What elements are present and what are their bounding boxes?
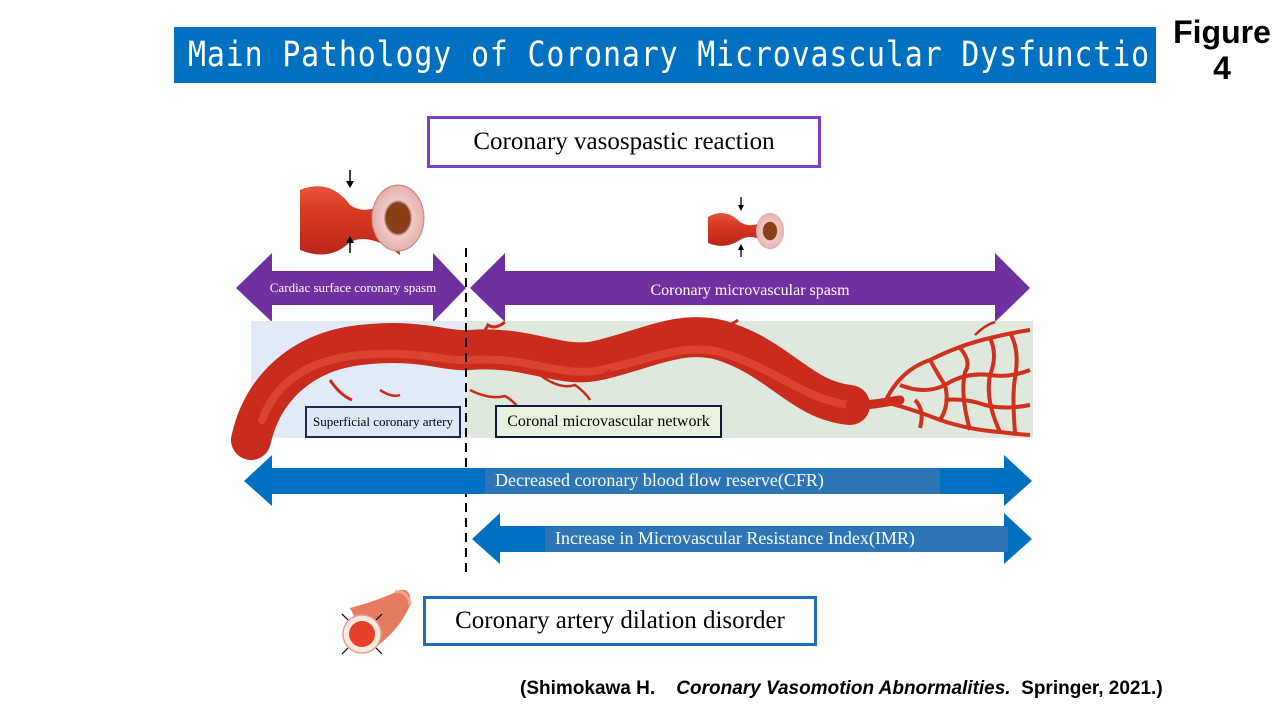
imr-label: Increase in Microvascular Resistance Ind… bbox=[555, 528, 915, 548]
dilated-artery-icon bbox=[341, 589, 412, 655]
imr-label-bg bbox=[545, 527, 1008, 552]
cardiac-surface-spasm-arrow bbox=[236, 253, 466, 322]
figure-label-number: 4 bbox=[1213, 50, 1231, 86]
constricted-artery-large-icon bbox=[300, 170, 425, 255]
vasospastic-reaction-label: Coronary vasospastic reaction bbox=[473, 128, 775, 155]
microvascular-spasm-label: Coronary microvascular spasm bbox=[650, 282, 850, 299]
microvascular-spasm-arrow bbox=[470, 253, 1030, 322]
constricted-artery-small-icon bbox=[708, 197, 784, 257]
coronal-microvascular-network-label: Coronal microvascular network bbox=[495, 405, 722, 438]
cardiac-surface-spasm-label: Cardiac surface coronary spasm bbox=[269, 280, 437, 295]
citation-book-title: Coronary Vasomotion Abnormalities. bbox=[676, 678, 1011, 699]
slide-title: Main Pathology of Coronary Microvascular… bbox=[174, 27, 1156, 83]
cfr-label-bg bbox=[485, 469, 940, 494]
coronary-vessel-illustration bbox=[231, 317, 1031, 460]
figure-label: Figure 4 bbox=[1164, 14, 1280, 86]
vasospastic-reaction-box: Coronary vasospastic reaction bbox=[427, 116, 821, 168]
superficial-coronary-artery-label: Superficial coronary artery bbox=[305, 406, 461, 438]
dilation-disorder-label: Coronary artery dilation disorder bbox=[455, 607, 785, 634]
dilation-disorder-box: Coronary artery dilation disorder bbox=[423, 596, 817, 646]
figure-label-word: Figure bbox=[1173, 14, 1271, 50]
citation-publisher: Springer, 2021.) bbox=[1021, 678, 1163, 699]
citation: (Shimokawa H. Coronary Vasomotion Abnorm… bbox=[520, 678, 1163, 700]
citation-author: (Shimokawa H. bbox=[520, 678, 656, 699]
cfr-label: Decreased coronary blood flow reserve(CF… bbox=[495, 470, 824, 490]
